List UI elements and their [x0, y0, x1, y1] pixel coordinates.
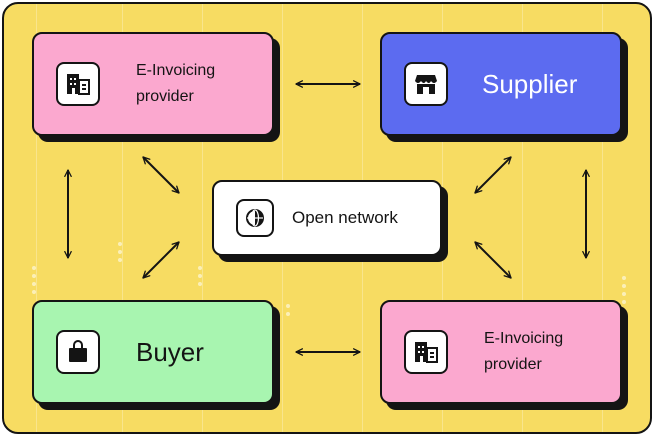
background-dots [286, 304, 290, 320]
arrow-buyer-network [142, 241, 180, 279]
arrow-supplier-network [474, 156, 512, 194]
background-dots [622, 276, 626, 308]
supplier-label: Supplier [482, 68, 578, 99]
background-dots [32, 266, 36, 298]
provider-top-label-line2: provider [136, 88, 194, 105]
provider-top-node: E-Invoicing provider [32, 32, 274, 136]
buyer-node: Buyer [32, 300, 274, 404]
background-line [122, 4, 123, 432]
provider-bottom-node: E-Invoicing provider [380, 300, 622, 404]
background-dots [118, 242, 122, 266]
shopping-bag-icon [56, 330, 100, 374]
supplier-node: Supplier [380, 32, 622, 136]
open-network-label: Open network [292, 208, 398, 227]
provider-bottom-label-line2: provider [484, 356, 542, 373]
open-network-node: Open network [212, 180, 442, 256]
background-line [442, 4, 443, 432]
provider-top-label-line1: E-Invoicing [136, 62, 216, 79]
building-icon [56, 62, 100, 106]
arrow-provider-network [142, 156, 180, 194]
buyer-label: Buyer [136, 336, 204, 367]
provider-bottom-label: E-Invoicing provider [484, 326, 563, 378]
provider-bottom-label-line1: E-Invoicing [484, 330, 564, 347]
background-line [36, 4, 37, 432]
globe-icon [236, 199, 274, 237]
provider-top-label: E-Invoicing provider [136, 58, 215, 110]
background-line [522, 4, 523, 432]
background-dots [198, 266, 202, 290]
background-line [202, 4, 203, 432]
building-icon [404, 330, 448, 374]
background-line [602, 4, 603, 432]
arrow-network-provider [474, 241, 512, 279]
storefront-icon [404, 62, 448, 106]
